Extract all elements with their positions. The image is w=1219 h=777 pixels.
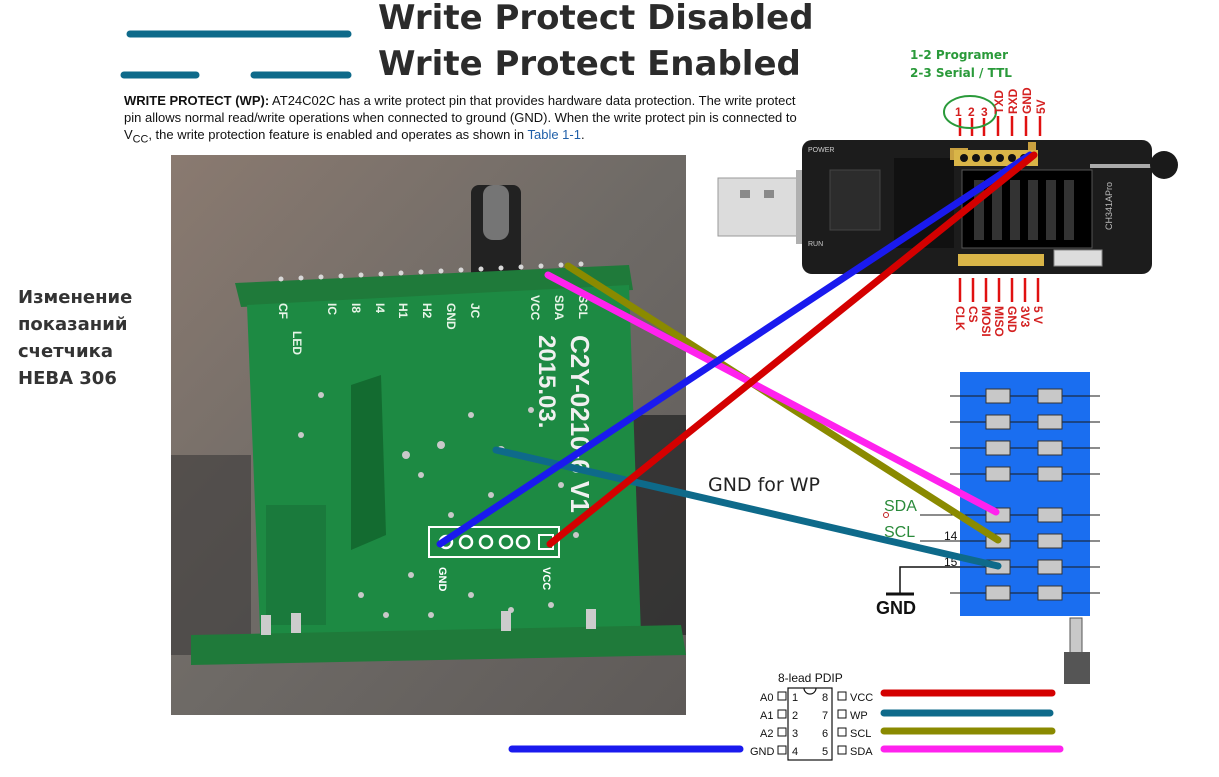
- meter-note-line: НЕВА 306: [18, 368, 117, 389]
- pcb-label-h1: H1: [396, 303, 410, 319]
- pin-label-5v: 5V: [1034, 99, 1048, 114]
- pcb-pin-labels: LED CF IC I8 I4 H1 H2 GND JC VCC SDA SCL: [276, 295, 590, 355]
- legend-enabled-label: Write Protect Enabled: [378, 44, 801, 84]
- jumper-circle: [943, 95, 997, 129]
- description-text-3: .: [580, 127, 585, 142]
- pdip-pin-num-4: 4: [792, 746, 798, 758]
- ch341a-programmer: CH341APro POWER RUN 1 2 3 TXD RXD GND 5V…: [717, 87, 1178, 337]
- description-text-2: , the write protection feature is enable…: [148, 127, 528, 142]
- bottom-header: [958, 254, 1044, 266]
- wire-wp-gnd: [492, 446, 1002, 570]
- socket-pads: [985, 388, 1063, 601]
- datasheet-description: WRITE PROTECT (WP): AT24C02C has a write…: [124, 92, 814, 149]
- pcb-label-led: LED: [290, 331, 304, 355]
- pcb-date: 2015.03.: [533, 335, 560, 428]
- board-model-text: CH341APro: [1104, 182, 1114, 230]
- pcb-label-scl: SCL: [576, 295, 590, 319]
- pin-label-clk: CLK: [953, 306, 967, 331]
- programming-header: [428, 526, 560, 558]
- header-label-gnd: GND: [436, 567, 448, 592]
- meter-note: Изменение показаний счетчика НЕВА 306: [18, 284, 132, 392]
- top-header-pins: [278, 261, 584, 282]
- pcb-vias: [298, 392, 594, 628]
- pdip-pin-a1: A1: [760, 710, 773, 722]
- pcb-label-jc: JC: [468, 303, 482, 319]
- bottom-pads: [261, 609, 596, 635]
- pdip-pin-wp: WP: [850, 710, 868, 722]
- pcb-label-i8: I8: [349, 303, 363, 313]
- pdip-pin-num-2: 2: [792, 710, 798, 722]
- pdip-pin-sda: SDA: [850, 746, 873, 758]
- pin-label-txd: TXD: [992, 90, 1006, 114]
- socket-gnd-label: GND: [876, 598, 916, 618]
- pin-label-miso: MISO: [992, 306, 1006, 337]
- legend-lines: [120, 30, 352, 79]
- wire-sda: [544, 271, 1000, 516]
- pdip-pin-num-8: 8: [822, 692, 828, 704]
- pcb-code: C2Y-0210-6 V1: [565, 335, 595, 513]
- bottom-pin-lines: [958, 278, 1040, 302]
- meter-note-line: счетчика: [18, 341, 114, 362]
- pdip-pin-a0: A0: [760, 692, 773, 704]
- pin-label-3: 3: [981, 105, 988, 119]
- pdip-pin-vcc: VCC: [850, 692, 873, 704]
- jumper-note-programmer: 1-2 Programer: [910, 48, 1008, 62]
- header-label-vcc: VCC: [540, 567, 552, 590]
- pin-label-cs: CS: [966, 306, 980, 323]
- socket-scl-label: SCL: [884, 524, 915, 541]
- pdip-pin-num-6: 6: [822, 728, 828, 740]
- run-label: RUN: [808, 241, 823, 248]
- pcb-label-i4: I4: [373, 303, 387, 313]
- pdip-pin-a2: A2: [760, 728, 773, 740]
- pin-label-gnd-bottom: GND: [1005, 306, 1019, 333]
- jumper-note-serial: 2-3 Serial / TTL: [910, 66, 1012, 80]
- description-heading: WRITE PROTECT (WP):: [124, 93, 270, 108]
- pcb-label-gnd: GND: [444, 303, 458, 330]
- pdip-title: 8-lead PDIP: [778, 671, 843, 685]
- pin-label-rxd: RXD: [1006, 88, 1020, 114]
- pdip-pin-scl: SCL: [850, 728, 871, 740]
- zif-lever-knob: [1150, 151, 1178, 179]
- socket-pin-14: 14: [944, 529, 958, 543]
- pin-label-gnd: GND: [1020, 87, 1034, 114]
- bottom-pin-labels: CLK CS MOSI MISO GND 3V3 5 V: [953, 306, 1045, 337]
- description-vcc-subscript: CC: [132, 133, 149, 146]
- pdip-pin-num-3: 3: [792, 728, 798, 740]
- gnd-for-wp-label: GND for WP: [708, 474, 821, 496]
- socket-body: [960, 372, 1090, 616]
- description-text-1: AT24C02C has a write protect pin that pr…: [124, 93, 797, 142]
- pin-label-1: 1: [955, 105, 962, 119]
- pcb-label-sda: SDA: [552, 295, 566, 321]
- socket-sda-label: SDA: [884, 498, 917, 515]
- pcb-label-vcc: VCC: [528, 295, 542, 321]
- pcb-label-h2: H2: [420, 303, 434, 319]
- pin-label-mosi: MOSI: [979, 306, 993, 337]
- pdip-pin-num-5: 5: [822, 746, 828, 758]
- pin-label-3v3: 3V3: [1018, 306, 1032, 328]
- pcb-label-cf: CF: [276, 303, 290, 319]
- wire-gnd: [436, 151, 1034, 548]
- pdip-body: [787, 687, 833, 761]
- power-label: POWER: [808, 147, 834, 154]
- pdip-pin-num-1: 1: [792, 692, 798, 704]
- meter-note-line: Изменение: [18, 287, 133, 308]
- pdip-pinout: 8-lead PDIP A0 A1 A2 GND 1 2 3 4 8 7 6 5…: [750, 671, 873, 761]
- meter-note-line: показаний: [18, 314, 128, 335]
- wire-vcc: [546, 151, 1038, 548]
- pdip-pin-gnd: GND: [750, 746, 775, 758]
- pdip-pin-num-7: 7: [822, 710, 828, 722]
- pin-label-5v-bottom: 5 V: [1031, 306, 1045, 324]
- zif-socket-diagram: SDA SCL 14 15 GND: [876, 372, 1100, 684]
- legend-disabled-label: Write Protect Disabled: [378, 0, 814, 38]
- pin-label-2: 2: [968, 105, 975, 119]
- top-pin-labels: 1 2 3 TXD RXD GND 5V: [955, 87, 1048, 119]
- table-link[interactable]: Table 1-1: [527, 127, 581, 142]
- socket-signal-labels: SDA SCL: [884, 498, 917, 541]
- pcb-label-ic: IC: [325, 303, 339, 315]
